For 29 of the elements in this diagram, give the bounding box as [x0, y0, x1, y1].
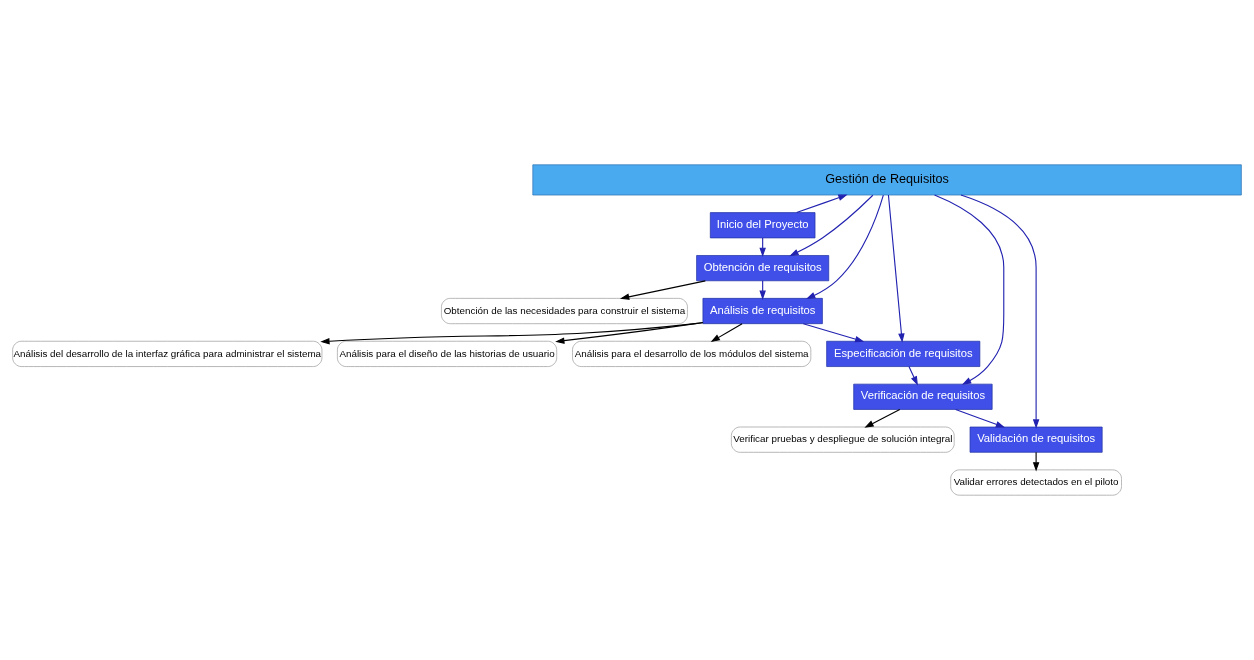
arrow: [934, 194, 1005, 385]
arrow: [802, 323, 865, 343]
node-box: Análisis de requisitos: [702, 298, 823, 325]
arrow: [887, 194, 905, 343]
arrow: [864, 408, 901, 428]
node-box: Verificación de requisitos: [853, 383, 993, 410]
node-box: Verificar pruebas y despliegue de solución integral: [731, 426, 955, 453]
arrow: [960, 194, 1040, 429]
arrow: [710, 323, 743, 343]
node-box: Análisis para el desarrollo de los módulos del sistema: [572, 340, 812, 367]
arrow: [1032, 451, 1040, 472]
arrow: [620, 280, 706, 300]
node-box: Obtención de las necesidades para construir el sistema: [441, 298, 688, 325]
node-box: Inicio del Proyecto: [709, 212, 816, 239]
node-box: Gestión de Requisitos: [532, 164, 1242, 196]
node-box: Análisis para el diseño de las historias de usuario: [337, 340, 558, 367]
arrow: [759, 280, 766, 300]
node-box: Validar errores detectados en el piloto: [950, 469, 1122, 496]
arrow: [796, 194, 848, 214]
arrow: [759, 237, 766, 258]
arrow: [789, 194, 874, 257]
arrow: [908, 366, 918, 386]
arrow: [806, 194, 884, 299]
arrow: [955, 408, 1006, 428]
node-box: Obtención de requisitos: [696, 255, 830, 282]
node-box: Validación de requisitos: [969, 426, 1103, 453]
arrow: [320, 322, 704, 345]
node-box: Análisis del desarrollo de la interfaz gráfica para administrar el sistema: [12, 340, 323, 367]
node-box: Especificación de requisitos: [826, 340, 981, 367]
